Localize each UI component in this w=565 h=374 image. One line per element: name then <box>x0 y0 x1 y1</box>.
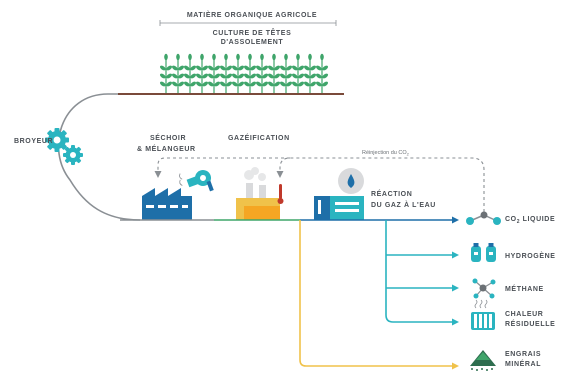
crop-plant-icon <box>279 53 293 94</box>
arrow-fertilizer <box>452 362 459 370</box>
crop-label-line2: D'ASSOLEMENT <box>221 39 284 46</box>
crop-label-line1: CULTURE DE TÊTES <box>213 28 292 37</box>
grinder-label: BROYEUR <box>14 138 53 145</box>
crop-plant-icon <box>315 53 329 94</box>
crop-plant-icon <box>171 53 185 94</box>
output-heat-label-line1: CHALEUR <box>505 311 543 318</box>
arrow-methane <box>452 284 459 292</box>
gear-icon <box>63 145 83 165</box>
fertilizer-pile-icon <box>470 350 496 371</box>
dryer-label-line2: & MÉLANGEUR <box>137 144 196 153</box>
methane-molecule-icon <box>472 278 496 299</box>
gear-icon <box>45 128 69 152</box>
reaction-label-line1: RÉACTION <box>371 189 412 198</box>
fertilizer-line <box>299 220 455 367</box>
dryer-label-line1: SÉCHOIR <box>150 133 186 142</box>
reinjection-label: Réinjection du CO2 <box>362 150 410 157</box>
field-header-label: MATIÈRE ORGANIQUE AGRICOLE <box>187 10 317 19</box>
arrow-hydrogen <box>452 251 459 259</box>
gasification-label: GAZÉIFICATION <box>228 133 290 142</box>
water-drop-icon <box>338 168 364 194</box>
output-heat-label-line2: RÉSIDUELLE <box>505 319 555 328</box>
output-methane-label: MÉTHANE <box>505 284 544 293</box>
reaction-label-line2: DU GAZ À L'EAU <box>371 200 436 209</box>
crop-plant-icon <box>255 53 269 94</box>
crop-plant-icon <box>207 53 221 94</box>
gasifier-icon <box>236 167 280 220</box>
crop-plant-icon <box>159 53 173 94</box>
output-fertilizer-label-line2: MINÉRAL <box>505 359 541 368</box>
dryer-factory-icon <box>142 188 192 220</box>
crop-plant-icon <box>267 53 281 94</box>
thermometer-icon <box>277 184 284 204</box>
reinjection-loop <box>279 157 485 212</box>
output-hydrogen-label: HYDROGÈNE <box>505 251 556 260</box>
crop-plant-icon <box>243 53 257 94</box>
hair-dryer-icon <box>179 170 214 192</box>
hydrogen-tanks-icon <box>471 243 496 262</box>
arrow-heat <box>452 318 459 326</box>
reaction-building-icon <box>314 196 364 220</box>
crop-plant-icon <box>291 53 305 94</box>
radiator-icon <box>471 299 495 330</box>
branch-trunk <box>385 220 455 323</box>
crop-field <box>159 53 329 94</box>
molecule-icon <box>466 211 501 225</box>
reinjection-branch <box>157 157 290 172</box>
crop-plant-icon <box>303 53 317 94</box>
output-co2-label: CO2 LIQUIDE <box>505 216 555 225</box>
arrow-co2 <box>452 216 459 224</box>
crop-plant-icon <box>195 53 209 94</box>
feed-loop-line <box>57 93 141 221</box>
field-header-group: MATIÈRE ORGANIQUE AGRICOLE CULTURE DE TÊ… <box>159 10 337 46</box>
crop-plant-icon <box>231 53 245 94</box>
crop-plant-icon <box>219 53 233 94</box>
crop-plant-icon <box>183 53 197 94</box>
output-fertilizer-label-line1: ENGRAIS <box>505 351 541 358</box>
